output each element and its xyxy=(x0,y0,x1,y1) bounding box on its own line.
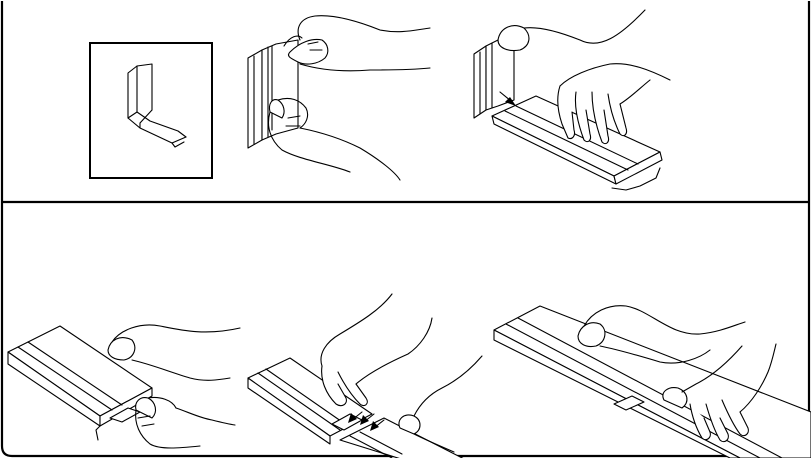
join-strips-step xyxy=(248,294,482,458)
panel-bottom xyxy=(8,294,811,458)
press-into-strip-step xyxy=(474,10,670,190)
panel-top xyxy=(90,10,670,190)
upper-hand xyxy=(284,16,430,71)
upper-hand xyxy=(321,294,432,406)
press-along-seam-step xyxy=(494,306,811,458)
strip-segment xyxy=(248,358,372,444)
lower-hand xyxy=(136,397,235,448)
corner-detail-step xyxy=(90,43,212,178)
hold-strip-step xyxy=(8,325,240,448)
align-trim-step xyxy=(248,16,430,180)
